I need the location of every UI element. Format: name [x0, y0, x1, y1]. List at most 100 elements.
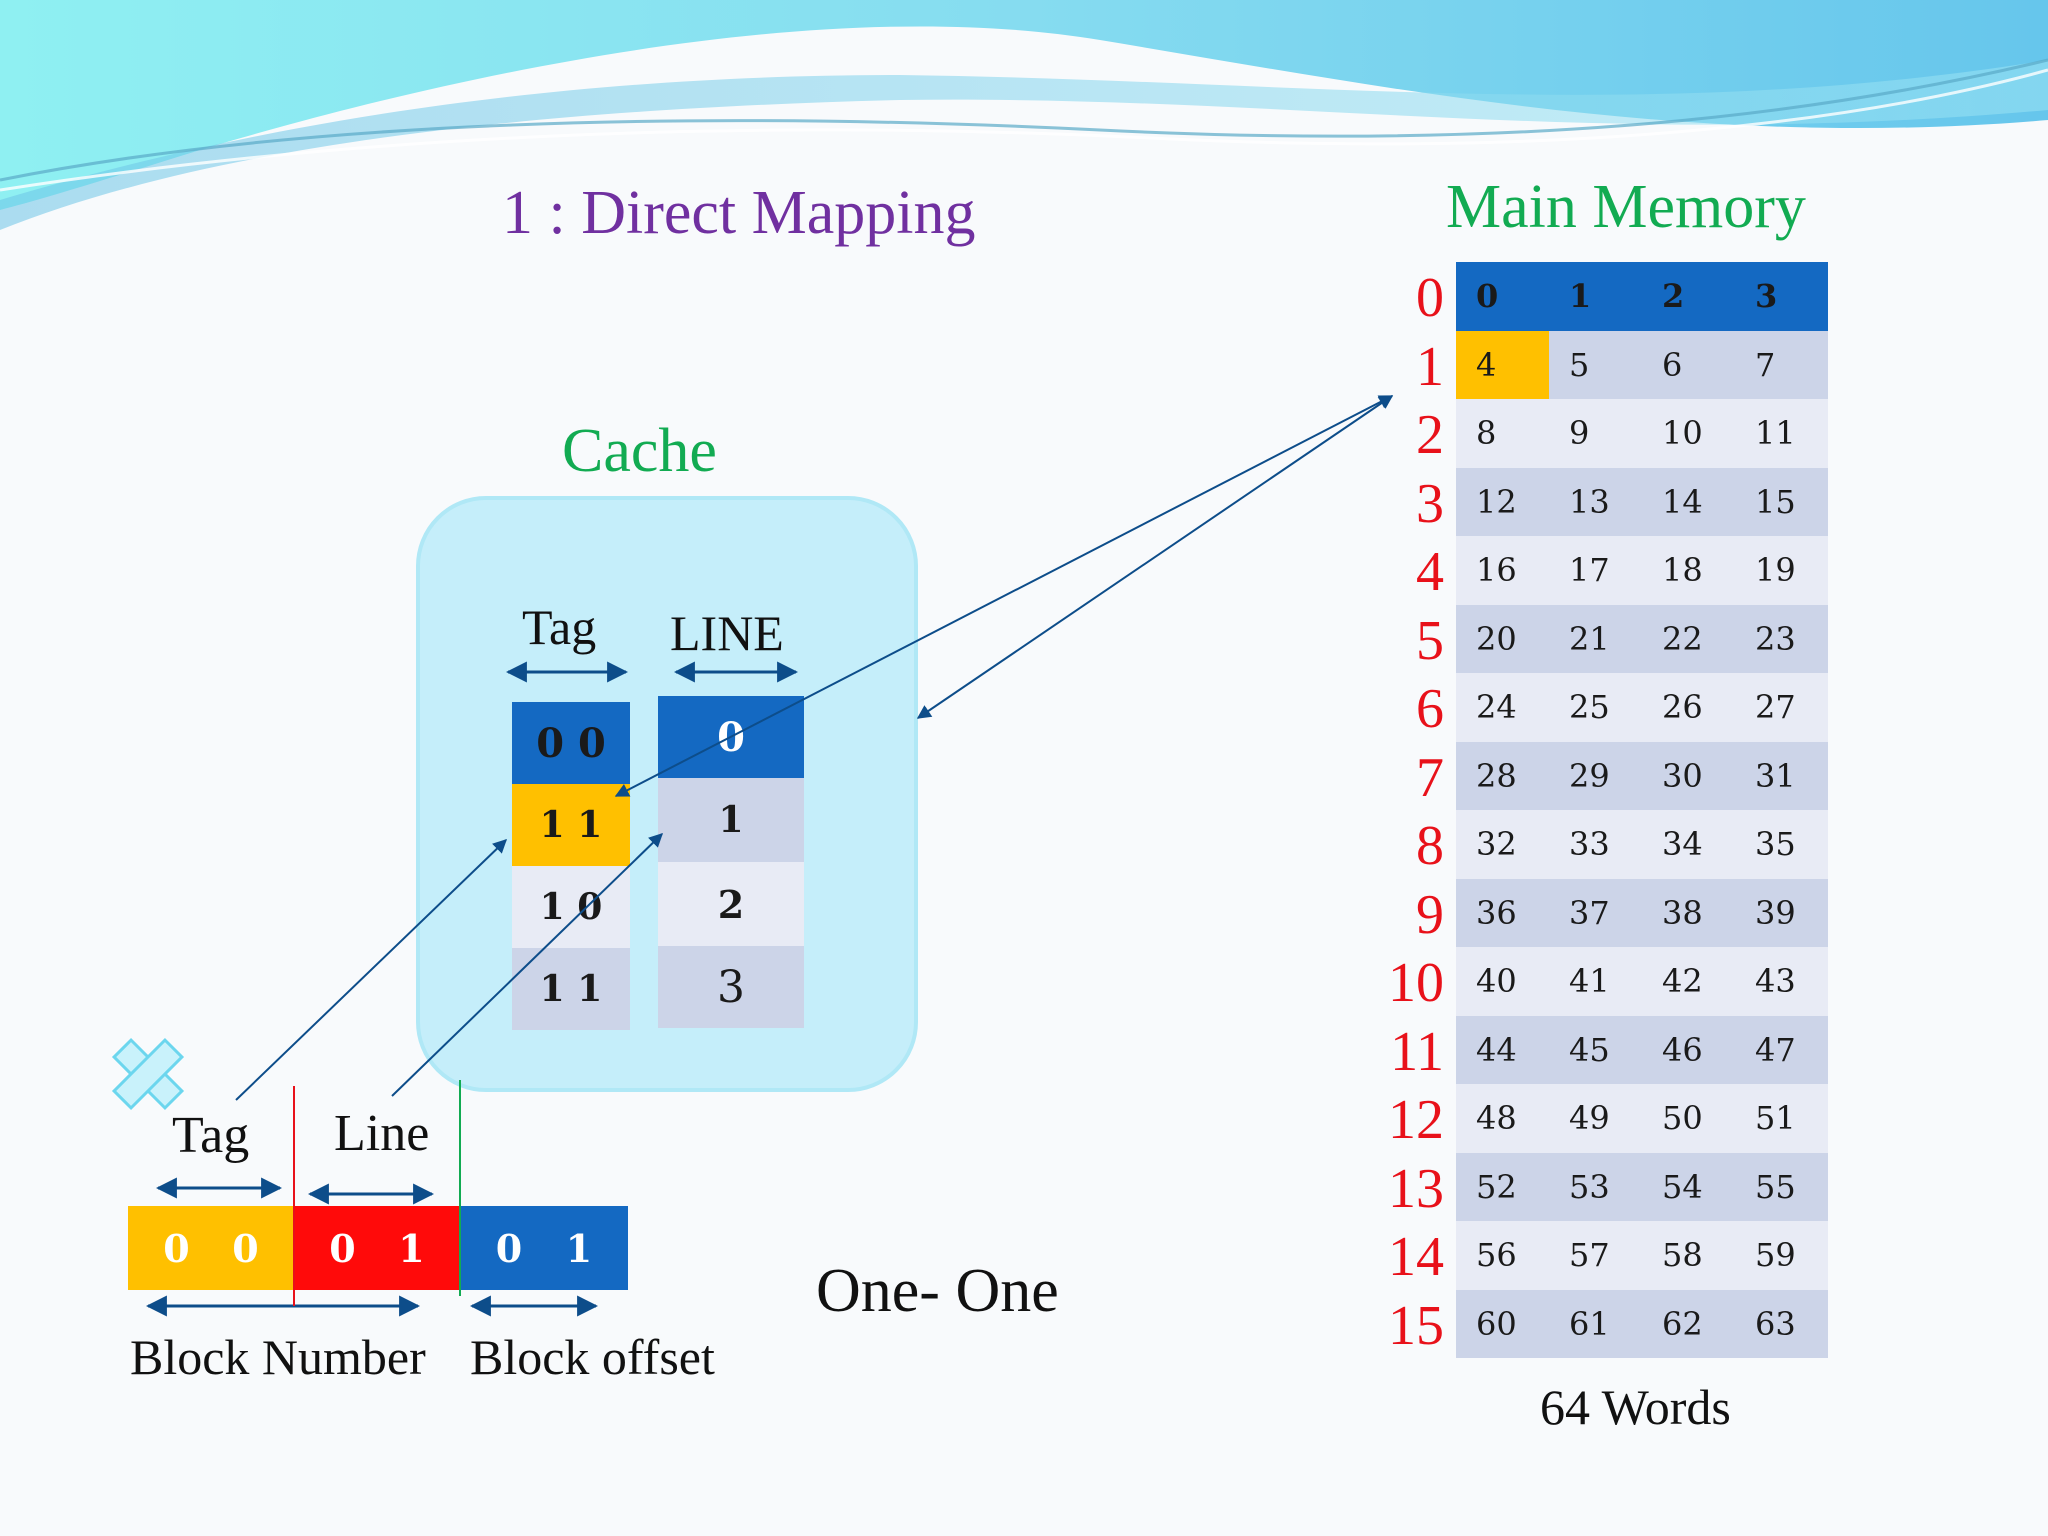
block-number-label: Block Number	[130, 1329, 426, 1385]
memory-word-cell: 37	[1569, 893, 1610, 932]
memory-word-cell: 53	[1569, 1167, 1610, 1206]
memory-row-index: 13	[1388, 1157, 1444, 1220]
memory-row-index: 7	[1416, 746, 1444, 809]
memory-word-cell: 8	[1476, 414, 1497, 453]
memory-row	[1456, 1289, 1828, 1358]
memory-word-cell: 12	[1476, 482, 1517, 521]
address-tag-label: Tag	[172, 1107, 250, 1164]
memory-word-cell: 11	[1755, 414, 1796, 453]
memory-row	[1456, 1152, 1828, 1221]
cache-tag-cell: 0 0	[512, 702, 630, 784]
memory-word-cell: 5	[1569, 345, 1590, 384]
memory-word-cell: 23	[1755, 619, 1796, 658]
memory-word-cell: 1	[1569, 277, 1592, 316]
memory-word-cell: 13	[1569, 482, 1610, 521]
memory-word-cell: 2	[1662, 277, 1685, 316]
cache-line-cell: 2	[658, 862, 804, 946]
memory-word-cell: 62	[1662, 1304, 1703, 1343]
memory-word-cell: 24	[1476, 688, 1517, 727]
cache-line-cell: 3	[658, 946, 804, 1028]
memory-word-cell: 50	[1662, 1099, 1703, 1138]
cache-line-cell: 0	[658, 696, 804, 778]
memory-row-index: 12	[1388, 1089, 1444, 1151]
memory-word-cell: 0	[1476, 277, 1499, 316]
memory-word-cell: 32	[1476, 825, 1517, 864]
memory-word-cell: 57	[1569, 1236, 1610, 1275]
memory-word-cell: 26	[1662, 688, 1703, 727]
memory-word-cell: 4	[1456, 330, 1549, 399]
memory-word-cell: 63	[1755, 1304, 1796, 1343]
memory-word-cell: 17	[1569, 551, 1610, 590]
memory-word-cell: 34	[1662, 825, 1703, 864]
cache-tag-header: Tag	[522, 599, 597, 655]
memory-row-index: 15	[1388, 1294, 1444, 1357]
memory-word-cell: 6	[1662, 345, 1683, 384]
memory-row-index: 0	[1416, 267, 1444, 329]
address-offset-field: 0 1	[460, 1206, 628, 1290]
memory-word-cell: 7	[1755, 345, 1776, 384]
memory-word-cell: 19	[1755, 551, 1796, 590]
memory-word-cell: 46	[1662, 1030, 1703, 1069]
address-offset-bit: 0	[495, 1225, 523, 1271]
memory-word-cell: 35	[1755, 825, 1796, 864]
address-offset-bit: 1	[565, 1225, 593, 1271]
memory-row-index: 5	[1416, 609, 1444, 672]
address-line-label: Line	[334, 1105, 430, 1162]
memory-word-cell: 58	[1662, 1236, 1703, 1275]
memory-word-cell: 33	[1569, 825, 1610, 864]
memory-row-index: 3	[1416, 472, 1444, 535]
memory-word-cell: 52	[1476, 1167, 1517, 1206]
memory-row	[1456, 810, 1828, 879]
memory-row-index: 14	[1388, 1226, 1444, 1288]
cache-tag-cell: 1 0	[512, 866, 630, 948]
cache-line-cell: 1	[658, 778, 804, 862]
memory-row	[1456, 1221, 1828, 1290]
cache-line-header: LINE	[670, 605, 784, 661]
memory-word-cell: 39	[1755, 893, 1796, 932]
memory-word-cell: 54	[1662, 1167, 1703, 1206]
memory-row	[1456, 741, 1828, 810]
memory-to-cache-box-arrow	[916, 395, 1394, 719]
memory-row-index: 11	[1390, 1020, 1444, 1083]
memory-word-cell: 55	[1755, 1167, 1796, 1206]
address-tag-field: 0 0	[128, 1206, 294, 1290]
memory-word-cell: 56	[1476, 1236, 1517, 1275]
memory-word-cell: 41	[1569, 962, 1610, 1001]
cache-tag-cell: 1 1	[512, 948, 630, 1030]
wave-header-decoration	[0, 0, 2048, 230]
memory-word-cell: 20	[1476, 619, 1517, 658]
memory-row	[1456, 1015, 1828, 1084]
address-line-field: 0 1	[294, 1206, 460, 1290]
memory-row-index: 4	[1416, 541, 1444, 603]
words-caption: 64 Words	[1540, 1379, 1731, 1435]
memory-word-cell: 30	[1662, 756, 1703, 795]
block-offset-label: Block offset	[470, 1329, 715, 1385]
address-line-bit: 0	[329, 1225, 356, 1271]
memory-word-cell: 48	[1476, 1099, 1517, 1138]
memory-row	[1456, 878, 1828, 947]
memory-word-cell: 47	[1755, 1030, 1796, 1069]
memory-word-cell: 9	[1569, 414, 1590, 453]
memory-word-cell: 38	[1662, 893, 1703, 932]
cache-tag-cell: 1 1	[512, 784, 630, 866]
memory-word-cell: 61	[1569, 1304, 1610, 1343]
one-one-label: One- One	[816, 1257, 1059, 1325]
memory-word-cell: 59	[1755, 1236, 1796, 1275]
memory-word-cell: 29	[1569, 756, 1610, 795]
memory-row-index: 6	[1416, 678, 1444, 740]
memory-word-cell: 28	[1476, 756, 1517, 795]
memory-row	[1456, 536, 1828, 605]
memory-row	[1456, 604, 1828, 673]
memory-row	[1456, 399, 1828, 468]
memory-word-cell: 44	[1476, 1030, 1517, 1069]
memory-row	[1456, 262, 1828, 331]
memory-word-cell: 51	[1755, 1099, 1796, 1138]
memory-word-cell: 18	[1662, 551, 1703, 590]
memory-word-cell: 27	[1755, 688, 1796, 727]
memory-word-cell: 16	[1476, 551, 1517, 590]
memory-word-cell: 25	[1569, 688, 1610, 727]
memory-word-cell: 49	[1569, 1099, 1610, 1138]
memory-word-cell: 40	[1476, 962, 1517, 1001]
memory-word-cell: 36	[1476, 893, 1517, 932]
memory-word-cell: 14	[1662, 482, 1703, 521]
